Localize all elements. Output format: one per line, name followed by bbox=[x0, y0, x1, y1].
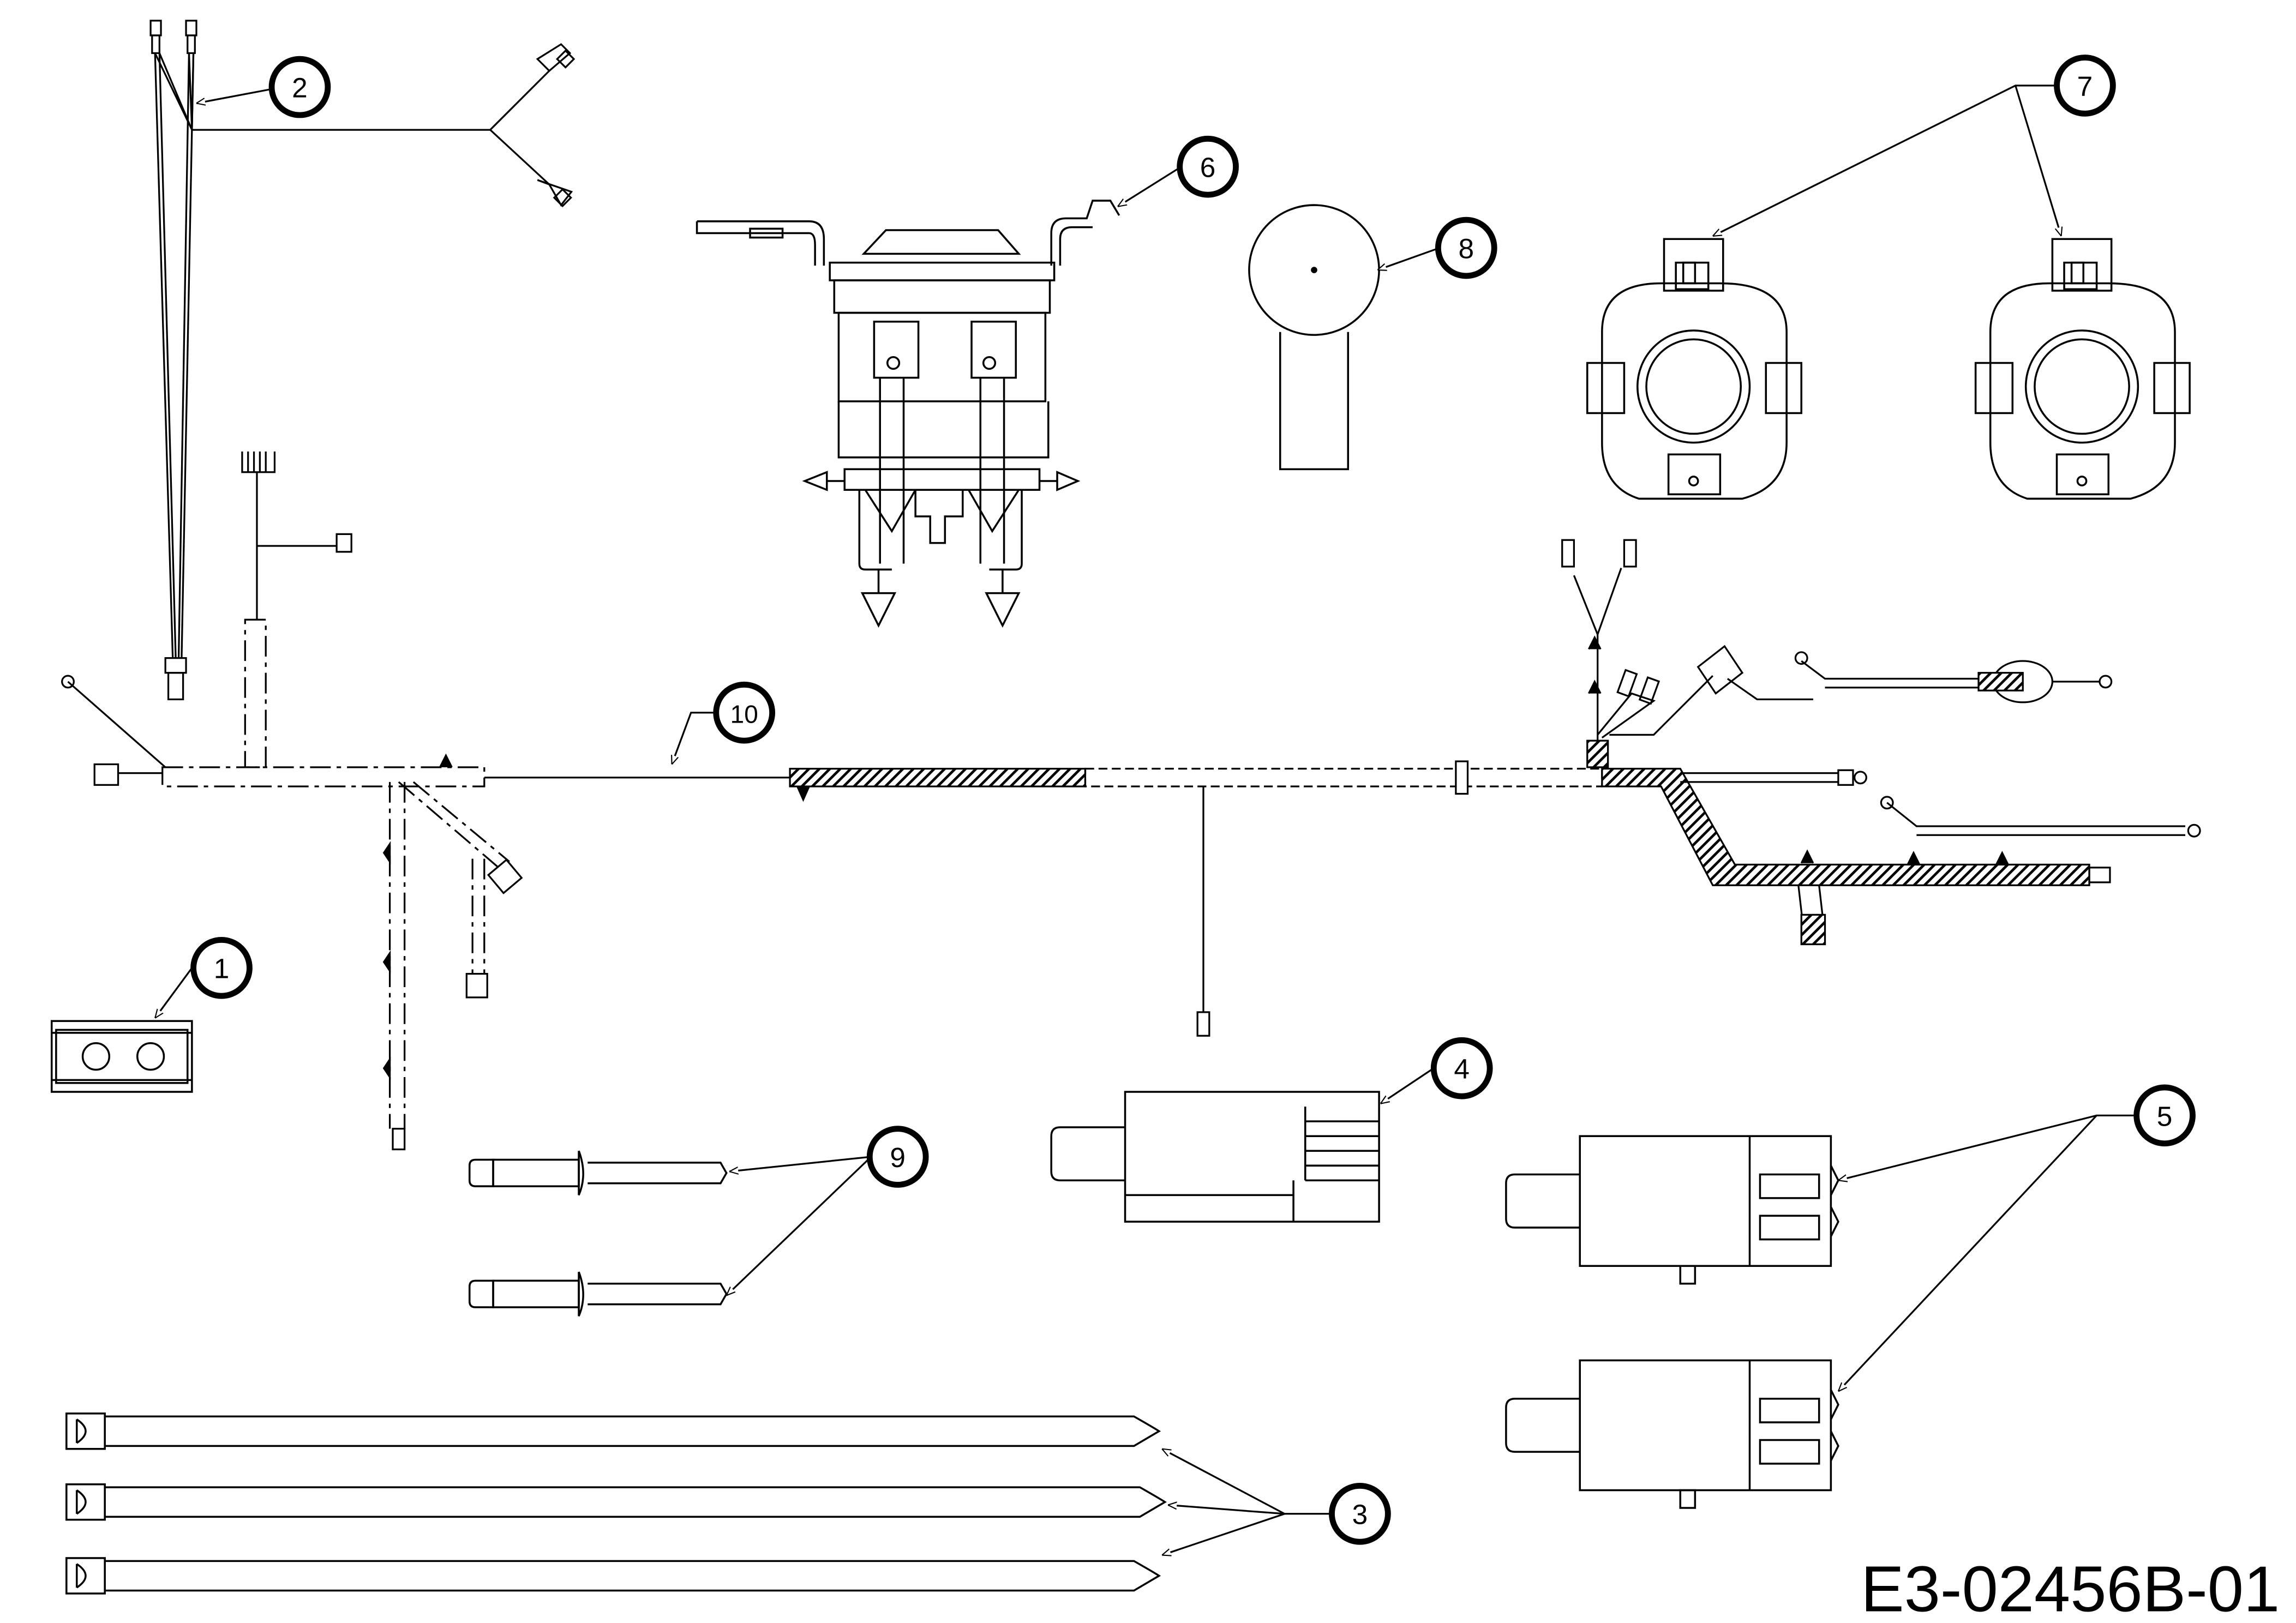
drawing-id: E3-02456B-01 bbox=[1861, 1553, 2280, 1623]
callout-8-number: 8 bbox=[1459, 232, 1474, 264]
headlight-socket-right bbox=[1974, 238, 2191, 500]
callout-7-number: 7 bbox=[2077, 70, 2093, 102]
safety-switch-lower bbox=[1505, 1359, 1839, 1509]
headlight-socket-left bbox=[1586, 238, 1802, 500]
wire-harness-small bbox=[149, 20, 576, 701]
callout-9-number: 9 bbox=[890, 1141, 906, 1173]
rivets bbox=[468, 1150, 728, 1317]
main-wire-harness bbox=[61, 451, 2201, 1151]
callout-5-number: 5 bbox=[2157, 1100, 2173, 1132]
callout-2: 2 bbox=[268, 56, 331, 118]
callout-5: 5 bbox=[2133, 1084, 2196, 1147]
callout-1-number: 1 bbox=[214, 953, 230, 984]
callout-8: 8 bbox=[1435, 217, 1497, 279]
callout-3-number: 3 bbox=[1352, 1499, 1368, 1530]
callout-6-number: 6 bbox=[1200, 152, 1216, 183]
cable-ties bbox=[65, 1412, 1167, 1595]
ignition-switch bbox=[696, 200, 1120, 628]
seat-switch bbox=[1050, 1091, 1380, 1223]
callout-2-number: 2 bbox=[292, 72, 308, 104]
choke-knob bbox=[1248, 204, 1380, 471]
callout-3: 3 bbox=[1329, 1482, 1391, 1545]
callout-6: 6 bbox=[1177, 135, 1239, 198]
callout-10: 10 bbox=[713, 681, 776, 744]
callout-10-number: 10 bbox=[730, 700, 758, 729]
cable-clip-bracket bbox=[50, 1020, 193, 1093]
callout-7: 7 bbox=[2054, 55, 2116, 117]
safety-switch-upper bbox=[1505, 1135, 1839, 1285]
callout-1: 1 bbox=[190, 936, 253, 999]
callout-4-number: 4 bbox=[1454, 1053, 1470, 1085]
callout-9: 9 bbox=[866, 1126, 929, 1188]
leader-lines bbox=[155, 85, 2138, 1555]
callout-4: 4 bbox=[1430, 1037, 1493, 1099]
